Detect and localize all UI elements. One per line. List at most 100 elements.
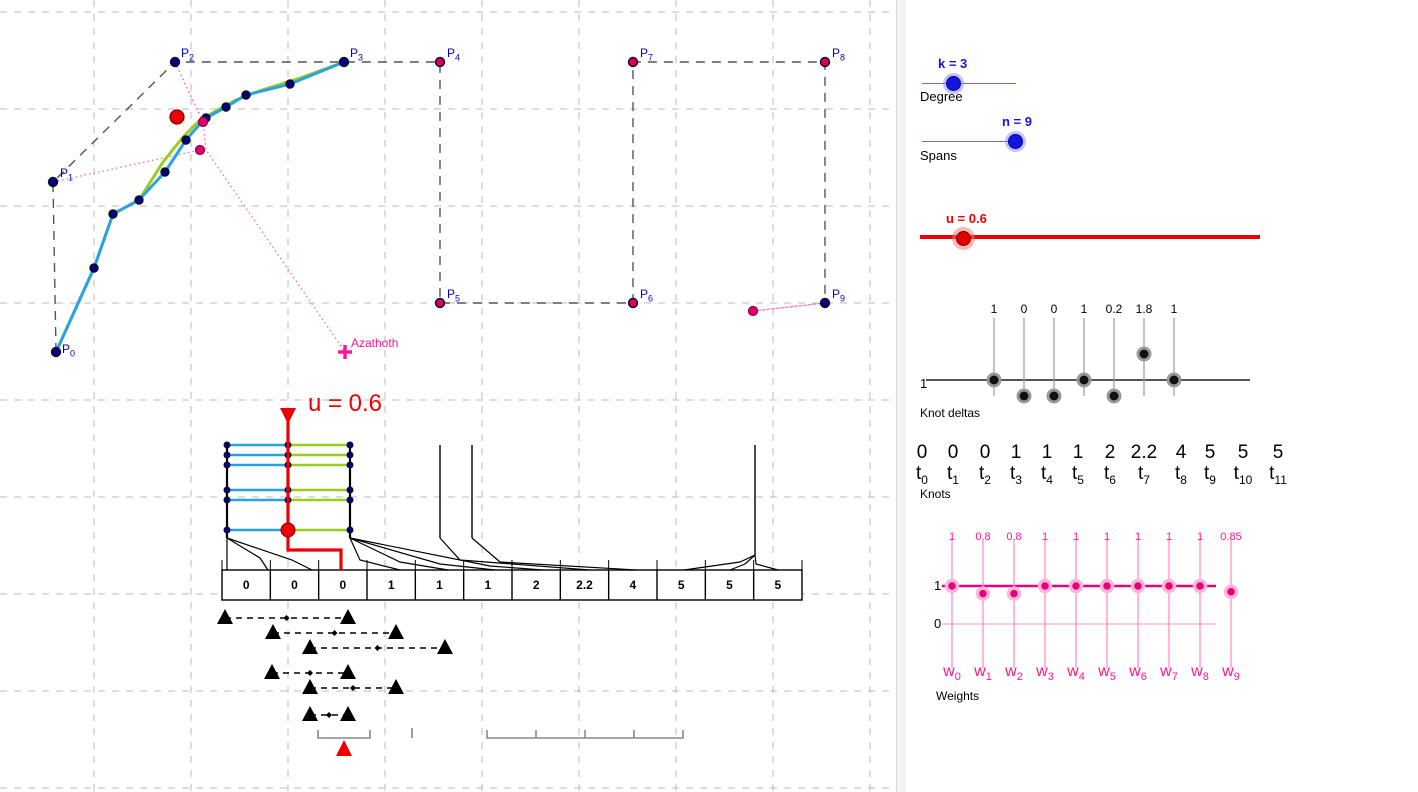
knot-cell-value[interactable]: 0 — [291, 578, 298, 592]
knot-value: 1 — [1010, 442, 1022, 463]
deboor-dot — [221, 102, 231, 112]
knot-cell-value[interactable]: 0 — [242, 578, 250, 592]
knot-delta-marker[interactable] — [1046, 388, 1062, 404]
knot-cell-value[interactable]: 5 — [677, 578, 685, 592]
knot-delta-marker[interactable] — [1076, 372, 1092, 388]
deboor-node — [346, 441, 354, 449]
control-point-P5[interactable] — [434, 297, 446, 309]
control-point-label-P9: P9 — [832, 287, 846, 304]
support-interval-midpoint — [307, 670, 313, 676]
control-point-label-P2: P2 — [181, 46, 195, 63]
knot-delta-value: 1 — [1080, 302, 1088, 316]
knot-cell-value[interactable]: 1 — [387, 578, 395, 592]
knot-cell-value[interactable]: 5 — [726, 578, 733, 592]
curve-layer — [54, 60, 346, 354]
knot-delta-marker[interactable] — [1106, 388, 1122, 404]
weight-value: 1 — [1165, 531, 1173, 543]
azathoth-ray-short — [752, 302, 826, 312]
weight-marker[interactable] — [1192, 578, 1208, 594]
weight-marker[interactable] — [1037, 578, 1053, 594]
u-slider-track[interactable] — [920, 235, 1260, 239]
azathoth-label: Azathoth — [351, 336, 399, 350]
control-point-P1[interactable] — [47, 176, 59, 188]
knot-value: 2 — [1104, 442, 1116, 463]
deboor-node — [346, 461, 354, 469]
control-point-P2[interactable] — [169, 56, 181, 68]
deboor-fan-line — [439, 537, 591, 571]
knot-delta-marker[interactable] — [986, 372, 1002, 388]
spans-slider-value: n = 9 — [1002, 114, 1032, 129]
deboor-node — [223, 441, 231, 449]
weight-marker[interactable] — [1130, 578, 1146, 594]
support-interval-marker-icon — [302, 639, 318, 654]
deboor-u-bottom-marker-icon[interactable] — [336, 740, 352, 756]
weight-value: 1 — [1134, 531, 1142, 543]
weight-marker[interactable] — [1099, 578, 1115, 594]
knot-cell-value[interactable]: 1 — [484, 578, 492, 592]
knot-cell-value[interactable]: 4 — [629, 578, 637, 592]
knot-name: t8 — [1175, 463, 1187, 487]
knot-value: 4 — [1175, 442, 1187, 463]
control-point-P3[interactable] — [338, 56, 350, 68]
knot-deltas-svg — [926, 318, 1250, 404]
spans-slider-track[interactable] — [922, 141, 1022, 142]
deboor-node — [346, 526, 354, 534]
nurbs-curve — [54, 60, 346, 354]
knot-deltas-caption: Knot deltas — [920, 406, 981, 420]
weight-name: w3 — [1036, 663, 1054, 684]
weight-name: w6 — [1129, 663, 1147, 684]
knot-value: 0 — [979, 442, 991, 463]
knot-delta-marker[interactable] — [1016, 388, 1032, 404]
weights-svg[interactable] — [906, 528, 1286, 708]
deboor-u-arrow-icon — [280, 408, 296, 424]
canvas-svg — [0, 0, 896, 792]
support-interval-midpoint — [331, 630, 338, 636]
support-interval-midpoint — [374, 645, 381, 651]
spans-slider-knob[interactable] — [1008, 134, 1023, 149]
weight-marker[interactable] — [1006, 586, 1022, 601]
weight-name: w9 — [1222, 663, 1240, 684]
weight-marker[interactable] — [1223, 584, 1239, 599]
knot-delta-value: 0.2 — [1105, 302, 1123, 316]
control-point-label-P1: P1 — [60, 166, 74, 183]
knot-cell-value[interactable]: 0 — [339, 578, 347, 592]
weight-marker[interactable] — [975, 586, 991, 601]
deboor-fan-line — [729, 554, 756, 571]
degree-slider-knob[interactable] — [946, 76, 961, 91]
weight-marker[interactable] — [1068, 578, 1084, 594]
knot-delta-marker[interactable] — [1136, 346, 1152, 362]
control-point-P9[interactable] — [819, 297, 831, 309]
weighted-point[interactable] — [197, 116, 209, 128]
control-point-P7[interactable] — [627, 56, 639, 68]
weight-marker[interactable] — [1161, 578, 1177, 594]
evaluation-point-marker[interactable] — [169, 109, 185, 125]
weighted-point[interactable] — [194, 144, 206, 156]
control-point-P8[interactable] — [819, 56, 831, 68]
knot-name: t1 — [947, 463, 959, 487]
knot-cell-value[interactable]: 5 — [774, 578, 782, 592]
control-point-P6[interactable] — [627, 297, 639, 309]
spans-slider-block: n = 9 Spans — [906, 0, 1418, 163]
weights-axis-bottom-label: 0 — [934, 616, 942, 631]
control-point-P4[interactable] — [434, 56, 446, 68]
knot-delta-marker[interactable] — [1166, 372, 1182, 388]
support-interval-marker-icon — [340, 706, 356, 721]
u-slider-knob[interactable] — [956, 231, 971, 246]
deboor-u-knob[interactable] — [280, 522, 296, 538]
control-point-layer[interactable] — [47, 56, 831, 360]
weighted-point[interactable] — [747, 305, 759, 317]
bspline-curve — [54, 60, 346, 354]
knot-cell-value[interactable]: 1 — [436, 578, 443, 592]
deboor-dot — [134, 195, 144, 205]
knot-cell-value[interactable]: 2.2 — [576, 578, 593, 592]
knot-cell-value[interactable]: 2 — [532, 578, 540, 592]
control-point-P0[interactable] — [50, 346, 62, 358]
weight-marker[interactable] — [944, 578, 960, 594]
support-interval-marker-icon — [217, 609, 233, 624]
degree-slider-track[interactable] — [922, 83, 1016, 84]
